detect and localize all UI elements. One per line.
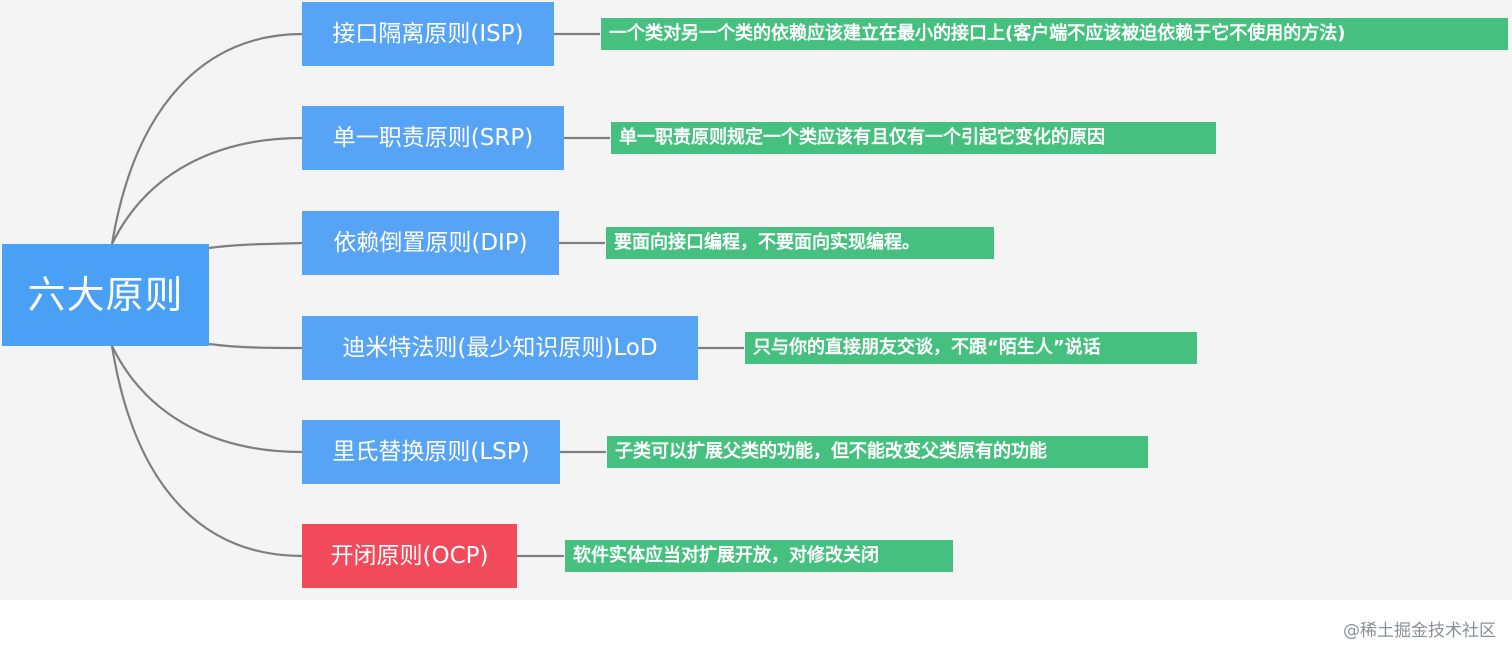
description-isp: 一个类对另一个类的依赖应该建立在最小的接口上(客户端不应该被迫依赖于它不使用的方… [601, 18, 1508, 50]
branch-lod[interactable]: 迪米特法则(最少知识原则)LoD [302, 316, 698, 380]
branch-lsp[interactable]: 里氏替换原则(LSP) [302, 420, 560, 484]
description-ocp: 软件实体应当对扩展开放，对修改关闭 [565, 540, 953, 572]
branch-srp[interactable]: 单一职责原则(SRP) [302, 106, 564, 170]
branch-isp[interactable]: 接口隔离原则(ISP) [302, 2, 554, 66]
description-lod: 只与你的直接朋友交谈，不跟“陌生人”说话 [745, 332, 1197, 364]
description-dip: 要面向接口编程，不要面向实现编程。 [606, 227, 994, 259]
description-srp: 单一职责原则规定一个类应该有且仅有一个引起它变化的原因 [611, 122, 1216, 154]
root-node[interactable]: 六大原则 [2, 244, 209, 346]
branch-dip[interactable]: 依赖倒置原则(DIP) [302, 211, 559, 275]
branch-ocp[interactable]: 开闭原则(OCP) [302, 524, 517, 588]
mindmap-canvas [0, 0, 1512, 600]
watermark: @稀土掘金技术社区 [1343, 621, 1496, 641]
description-lsp: 子类可以扩展父类的功能，但不能改变父类原有的功能 [607, 436, 1148, 468]
